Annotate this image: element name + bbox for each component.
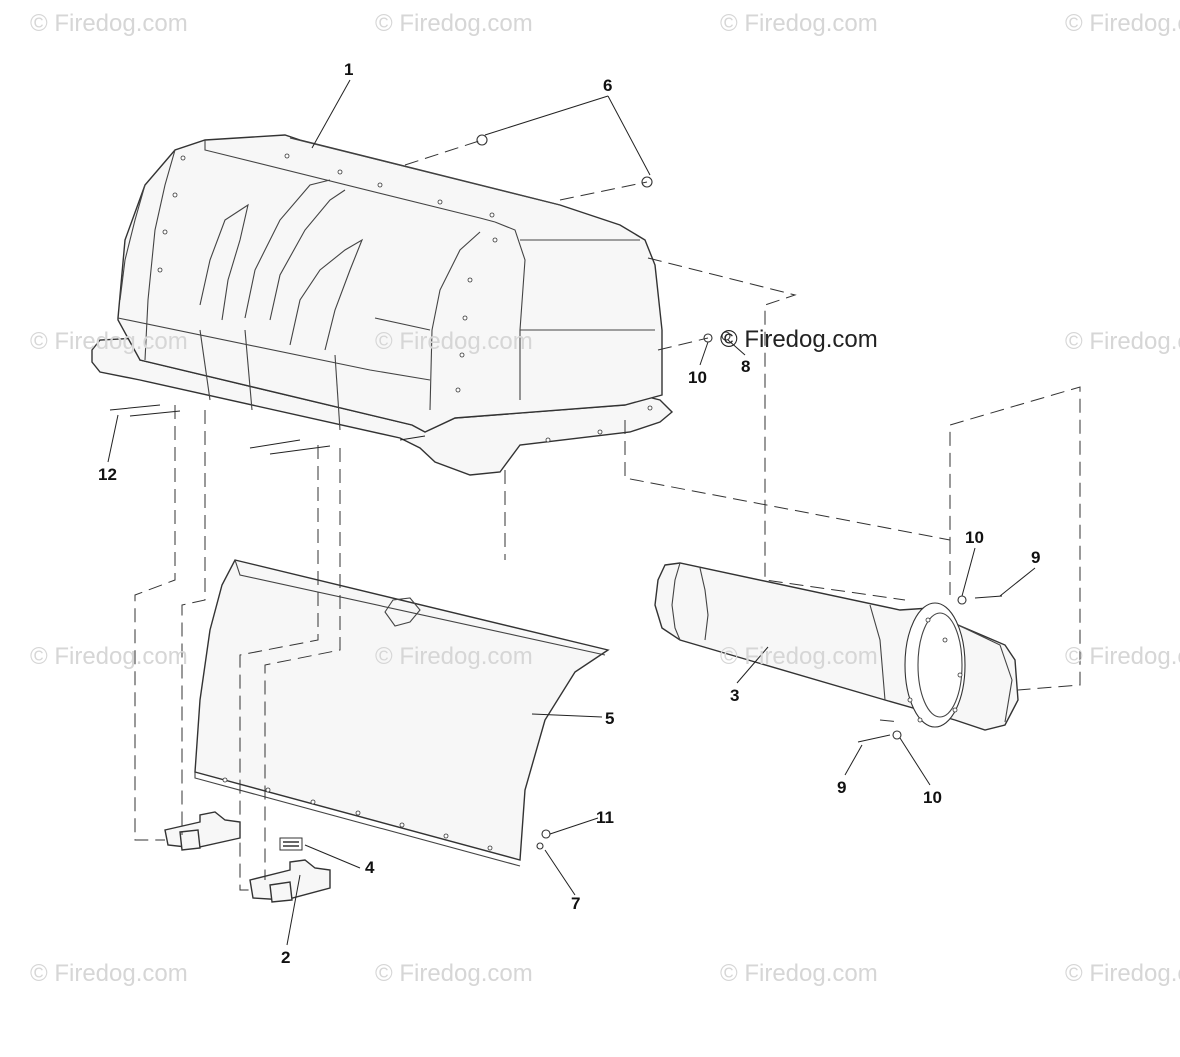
mounting-brackets xyxy=(164,811,331,903)
watermark: © Firedog.com xyxy=(1065,960,1180,987)
watermark: © Firedog.com xyxy=(30,643,188,670)
callout-12: 12 xyxy=(98,465,117,484)
watermark: © Firedog.com xyxy=(30,10,188,37)
watermark: © Firedog.com xyxy=(1065,10,1180,37)
watermark: © Firedog.com xyxy=(375,328,533,355)
callout-10: 10 xyxy=(688,368,707,387)
callout-10: 10 xyxy=(965,528,984,547)
watermark: © Firedog.com xyxy=(1065,643,1180,670)
watermark: © Firedog.com xyxy=(375,10,533,37)
callout-7: 7 xyxy=(571,894,581,913)
assembly-lines xyxy=(134,139,1081,891)
callout-5: 5 xyxy=(605,709,615,728)
hood-cover xyxy=(91,134,674,476)
leader-lines xyxy=(107,79,1036,946)
copyright-stamp: © Firedog.com xyxy=(720,326,878,353)
callout-2: 2 xyxy=(281,948,291,967)
hardware xyxy=(109,134,1003,850)
callout-9: 9 xyxy=(837,778,847,797)
callout-11: 11 xyxy=(596,808,614,827)
watermark: © Firedog.com xyxy=(375,960,533,987)
watermark: © Firedog.com xyxy=(720,10,878,37)
decal xyxy=(279,837,303,851)
callout-9: 9 xyxy=(1031,548,1041,567)
callout-4: 4 xyxy=(365,858,375,877)
deflector-plate xyxy=(194,559,610,867)
watermark: © Firedog.com xyxy=(375,643,533,670)
watermark: © Firedog.com xyxy=(30,328,188,355)
watermark: © Firedog.com xyxy=(30,960,188,987)
callout-8: 8 xyxy=(741,357,751,376)
callout-10: 10 xyxy=(923,788,942,807)
watermark: © Firedog.com xyxy=(1065,328,1180,355)
callout-3: 3 xyxy=(730,686,740,705)
callout-1: 1 xyxy=(344,60,354,79)
watermark: © Firedog.com xyxy=(720,960,878,987)
watermark: © Firedog.com xyxy=(720,643,878,670)
discharge-tube xyxy=(654,562,1019,731)
callout-6: 6 xyxy=(603,76,613,95)
